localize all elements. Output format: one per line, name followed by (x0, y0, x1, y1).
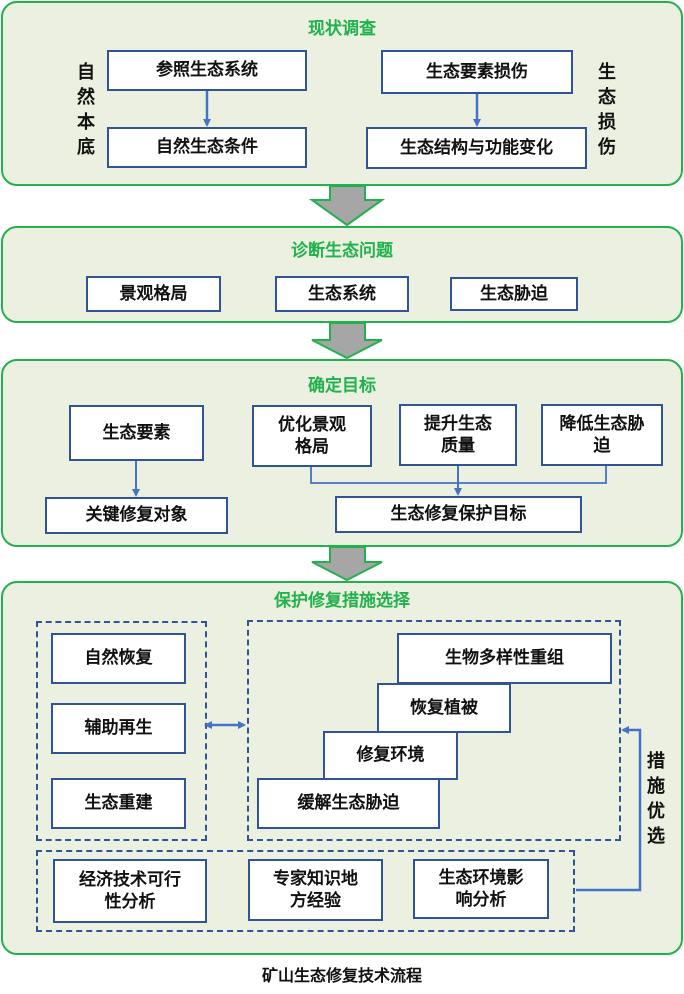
panel-title-diagnose: 诊断生态问题 (291, 241, 393, 261)
box-natural-recovery: 自然恢复 (51, 633, 186, 684)
box-landscape-pattern: 景观格局 (86, 276, 221, 312)
label-measure-optimization: 措施优选 (647, 751, 665, 847)
panel-title-set-goals: 确定目标 (308, 376, 376, 396)
box-eco-environment-impact: 生态环境影响分析 (413, 859, 549, 919)
label-eco-damage: 生态损伤 (598, 62, 616, 158)
box-biodiversity-reorganization: 生物多样性重组 (397, 633, 612, 684)
box-alleviate-eco-stress: 缓解生态胁迫 (257, 778, 440, 829)
panel-title-status-survey: 现状调查 (308, 19, 376, 39)
big-arrow-3 (311, 546, 383, 582)
box-restore-environment: 修复环境 (323, 731, 458, 780)
box-eco-elements: 生态要素 (69, 405, 204, 461)
box-key-restoration-targets: 关键修复对象 (45, 497, 228, 534)
box-economic-technical-feasibility: 经济技术可行性分析 (53, 859, 207, 923)
box-restoration-protection-goal: 生态修复保护目标 (335, 496, 582, 533)
box-eco-reconstruction: 生态重建 (51, 778, 186, 829)
box-restore-vegetation: 恢复植被 (377, 683, 511, 733)
panel-title-measure-selection: 保护修复措施选择 (274, 591, 410, 611)
box-optimize-landscape: 优化景观格局 (252, 405, 372, 467)
box-improve-eco-quality: 提升生态质量 (399, 404, 517, 466)
box-reduce-eco-stress: 降低生态胁迫 (541, 404, 663, 466)
box-expert-local-knowledge: 专家知识地方经验 (248, 859, 383, 921)
box-eco-element-damage: 生态要素损伤 (381, 50, 573, 94)
big-arrow-2 (311, 322, 383, 360)
box-ecosystem: 生态系统 (275, 276, 409, 312)
box-natural-eco-conditions: 自然生态条件 (107, 127, 307, 168)
big-arrow-1 (308, 185, 386, 227)
group-restoration-modes (36, 621, 207, 841)
box-assisted-regeneration: 辅助再生 (51, 703, 186, 754)
group-analysis (36, 850, 575, 932)
box-eco-stress: 生态胁迫 (450, 277, 578, 311)
box-reference-ecosystem: 参照生态系统 (107, 50, 307, 91)
label-natural-baseline: 自然本底 (77, 62, 95, 158)
box-structure-function-change: 生态结构与功能变化 (366, 127, 587, 169)
figure-caption: 矿山生态修复技术流程 (261, 966, 422, 985)
